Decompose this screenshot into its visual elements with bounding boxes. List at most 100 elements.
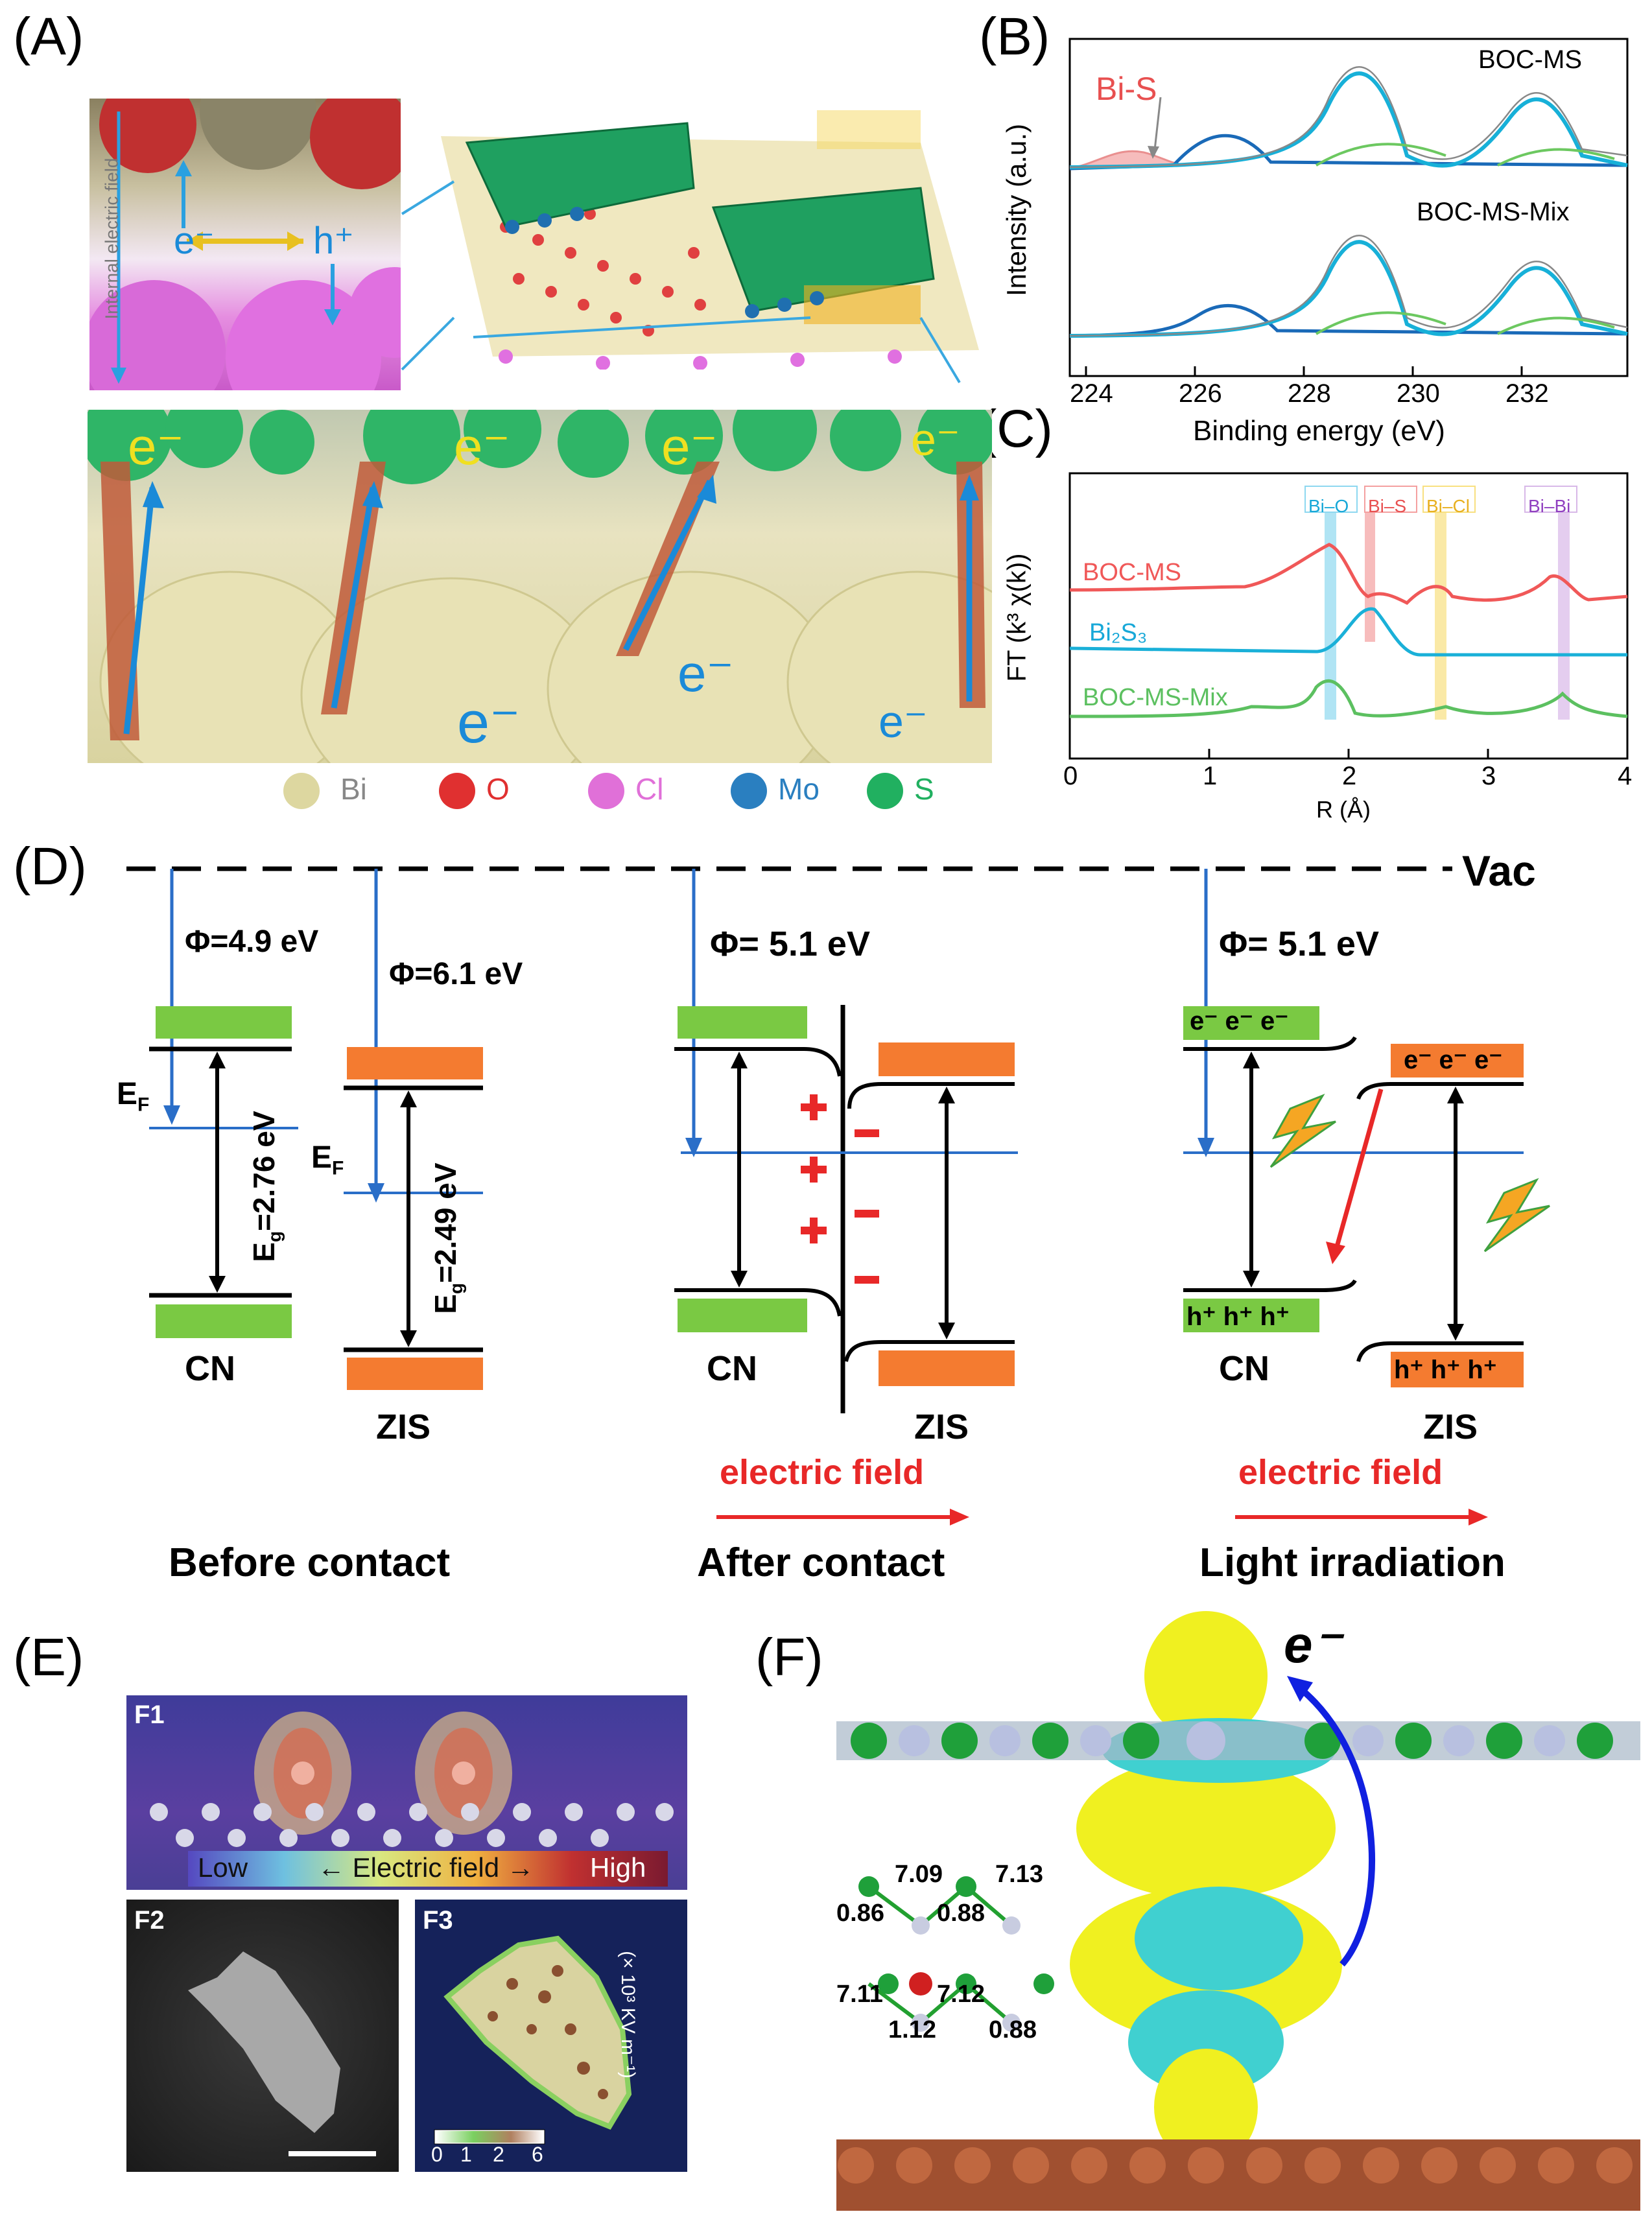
legend-bi-label: Bi (340, 772, 367, 806)
panel-f-value-8: 0.88 (989, 2016, 1037, 2043)
exafs-plot (1068, 472, 1629, 760)
band-ef-cn: EF (117, 1077, 150, 1116)
xps-title-boc-ms-mix: BOC-MS-Mix (1417, 198, 1570, 226)
panel-f-value-2: 7.13 (995, 1861, 1043, 1888)
closeup-electron-3: e⁻ (661, 418, 718, 475)
f3-colorbar-tick-1: 1 (460, 2143, 472, 2166)
closeup-scene (88, 410, 992, 763)
panel-a-interface-closeup: e⁻ e⁻ e⁻ e⁻ e⁻ e⁻ e⁻ (88, 410, 992, 763)
band-phi-light: Φ= 5.1 eV (1219, 924, 1379, 963)
exafs-xtick-3: 3 (1481, 762, 1496, 790)
exafs-xtick-4: 4 (1618, 762, 1633, 790)
band-eg-zis: Eg=2.49 eV (428, 1162, 467, 1314)
f3-units: (× 10³ KV m⁻¹) (617, 1951, 639, 2079)
closeup-electron-7: e⁻ (457, 690, 521, 755)
panel-f-value-6: 7.12 (937, 1981, 985, 2008)
band-zis-after: ZIS (914, 1407, 969, 1446)
closeup-electron-4: e⁻ (911, 414, 960, 465)
panel-label-d: (D) (13, 837, 87, 896)
panel-e-f2-sem: F2 (126, 1900, 399, 2172)
f3-colorbar-tick-0: 0 (431, 2143, 443, 2166)
band-electrons-zis: e⁻ e⁻ e⁻ (1404, 1046, 1503, 1074)
legend-spheres (283, 773, 903, 809)
panel-label-f: (F) (755, 1628, 823, 1687)
exafs-bond-bi-o: Bi–O (1308, 496, 1349, 516)
panel-c-exafs-chart: Bi–O Bi–S Bi–Cl Bi–Bi BOC-MS Bi₂S₃ BOC-M… (992, 467, 1640, 843)
xps-ylabel: Intensity (a.u.) (1001, 123, 1032, 297)
band-electrons-cn: e⁻ e⁻ e⁻ (1190, 1007, 1289, 1035)
band-zis-light: ZIS (1423, 1407, 1478, 1446)
band-field-after: electric field (720, 1453, 925, 1492)
band-phi-after: Φ= 5.1 eV (710, 924, 870, 963)
band-cn-light: CN (1219, 1349, 1269, 1388)
panel-f-value-3: 0.86 (836, 1900, 884, 1927)
legend-bi-sphere (283, 773, 320, 809)
panel-a-connector-lines (401, 180, 961, 384)
band-eg-cn: Eg=2.76 eV (246, 1111, 285, 1262)
charge-density-scene (830, 1611, 1640, 2211)
band-holes-cn: h⁺ h⁺ h⁺ (1186, 1302, 1290, 1331)
band-holes-zis: h⁺ h⁺ h⁺ (1394, 1356, 1497, 1384)
xps-xtick-224: 224 (1070, 379, 1113, 408)
panel-f-value-7: 1.12 (888, 2016, 936, 2043)
panel-d-band-diagram: Vac Φ=4.9 eV Φ=6.1 eV Φ= 5.1 eV Φ= 5.1 e… (0, 843, 1652, 1608)
panel-f-charge-density: e⁻ 7.09 7.13 0.86 0.88 7.11 7.12 1.12 0.… (830, 1601, 1647, 2211)
legend-mo-label: Mo (778, 772, 820, 806)
legend-mo-sphere (731, 773, 767, 809)
closeup-electron-6: e⁻ (678, 644, 734, 702)
field-scale-high: High (590, 1852, 646, 1883)
panel-a-legend: Bi O Cl Mo S (279, 768, 992, 814)
panel-e-f2-label: F2 (134, 1906, 165, 1935)
band-cn-before: CN (185, 1349, 235, 1388)
band-caption-light: Light irradiation (1199, 1540, 1505, 1585)
band-ef-zis: EF (311, 1140, 344, 1179)
panel-a-heterostructure (415, 97, 992, 370)
panel-e-field-scale-bar: Low ← Electric field → High (188, 1851, 668, 1887)
panel-f-value-5: 7.11 (836, 1981, 883, 2008)
xps-xtick-228: 228 (1288, 379, 1331, 408)
panel-b-xps-chart: Bi-S BOC-MS BOC-MS-Mix Intensity (a.u.) … (992, 26, 1640, 447)
band-diagram-graphics (126, 866, 1550, 1525)
closeup-electron-5: e⁻ (879, 696, 928, 747)
band-cn-after: CN (707, 1349, 757, 1388)
inset-electron: e⁻ (174, 220, 215, 262)
field-scale-low: Low (198, 1852, 248, 1883)
panel-label-e: (E) (13, 1628, 84, 1687)
f3-colorbar-tick-3: 6 (532, 2143, 543, 2166)
f1-lattice (150, 1712, 674, 1847)
exafs-xtick-1: 1 (1203, 762, 1218, 790)
exafs-xtick-2: 2 (1342, 762, 1357, 790)
exafs-series-boc-ms-mix: BOC-MS-Mix (1083, 684, 1228, 711)
inset-hole: h⁺ (313, 220, 354, 262)
xps-bis-label: Bi-S (1096, 71, 1157, 107)
panel-f-value-1: 7.09 (895, 1861, 943, 1888)
legend-cl-sphere (588, 773, 624, 809)
band-caption-before: Before contact (169, 1540, 451, 1585)
panel-label-b: (B) (979, 7, 1050, 66)
legend-o-label: O (486, 772, 510, 806)
f2-flake (188, 1951, 376, 2156)
legend-o-sphere (439, 773, 475, 809)
panel-f-value-4: 0.88 (937, 1900, 985, 1927)
panel-f-electron-label: e⁻ (1284, 1616, 1340, 1673)
xps-plot (1068, 38, 1629, 377)
exafs-bond-bi-cl: Bi–Cl (1426, 496, 1470, 516)
f3-flake-map (434, 1935, 632, 2145)
band-caption-after: After contact (697, 1540, 945, 1585)
band-phi-zis: Φ=6.1 eV (389, 957, 523, 991)
legend-cl-label: Cl (635, 772, 664, 806)
panel-label-a: (A) (13, 7, 84, 66)
inset-spheres (89, 99, 401, 390)
legend-s-sphere (867, 773, 903, 809)
xps-xtick-226: 226 (1179, 379, 1222, 408)
panel-a-interface-inset: Internal electric field e⁻ h⁺ (89, 99, 401, 390)
band-field-light: electric field (1238, 1453, 1443, 1492)
f3-colorbar-tick-2: 2 (493, 2143, 504, 2166)
exafs-ylabel: FT (k³ χ(k)) (1002, 553, 1032, 682)
panel-e-f1-field-map: F1 Low ← Electric field → High (126, 1695, 687, 1890)
heterostructure-model (441, 110, 979, 370)
exafs-series-bi2s3: Bi₂S₃ (1089, 619, 1148, 646)
band-zis-before: ZIS (376, 1407, 431, 1446)
closeup-electron-2: e⁻ (454, 418, 510, 475)
exafs-series-boc-ms: BOC-MS (1083, 559, 1181, 586)
